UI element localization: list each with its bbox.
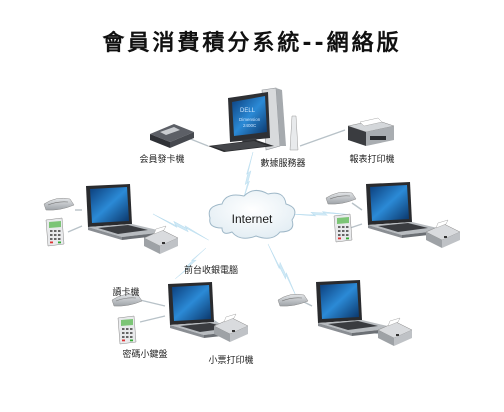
- receipt-printer-icon: [377, 317, 413, 347]
- keypad-icon: [45, 217, 65, 247]
- card-reader-label: 讀卡機: [112, 286, 139, 298]
- monitor-logo: DELL: [240, 108, 256, 114]
- monitor-text-2: Dimension: [239, 117, 261, 122]
- receipt-printer-label: 小票打印機: [208, 354, 253, 366]
- keypad-icon: [333, 213, 353, 243]
- page-title: 會員消費積分系統--網絡版: [102, 30, 401, 56]
- pos-terminal-label: 前台收銀電腦: [184, 264, 238, 276]
- keypad-icon: [117, 315, 137, 345]
- keypad-label: 密碼小鍵盤: [122, 348, 167, 360]
- laptop-icon: [86, 184, 166, 240]
- monitor-text-3: 2400C: [243, 123, 257, 128]
- receipt-printer-icon: [425, 219, 461, 249]
- workstation-top-left: [43, 184, 179, 255]
- report-printer: 報表打印機: [347, 117, 395, 165]
- card-issuer: 会員發卡機: [139, 124, 194, 165]
- internet-cloud: Internet: [208, 190, 296, 239]
- workstation-bottom-right: [277, 280, 413, 347]
- server: DELL Dimension 2400C 數據服務器: [208, 87, 306, 169]
- card-reader-icon: [325, 191, 357, 205]
- workstation-top-right: [325, 182, 461, 249]
- internet-label: Internet: [232, 212, 273, 226]
- card-issuer-label: 会員發卡機: [139, 153, 184, 165]
- workstation-bottom-left: 前台收銀電腦 讀卡機 密碼小鍵盤 小票打印機: [111, 264, 254, 366]
- report-printer-label: 報表打印機: [349, 153, 394, 165]
- card-reader-icon: [43, 197, 75, 211]
- receipt-printer-icon: [213, 313, 249, 343]
- card-reader-icon: [277, 293, 309, 307]
- server-label: 數據服務器: [260, 157, 305, 169]
